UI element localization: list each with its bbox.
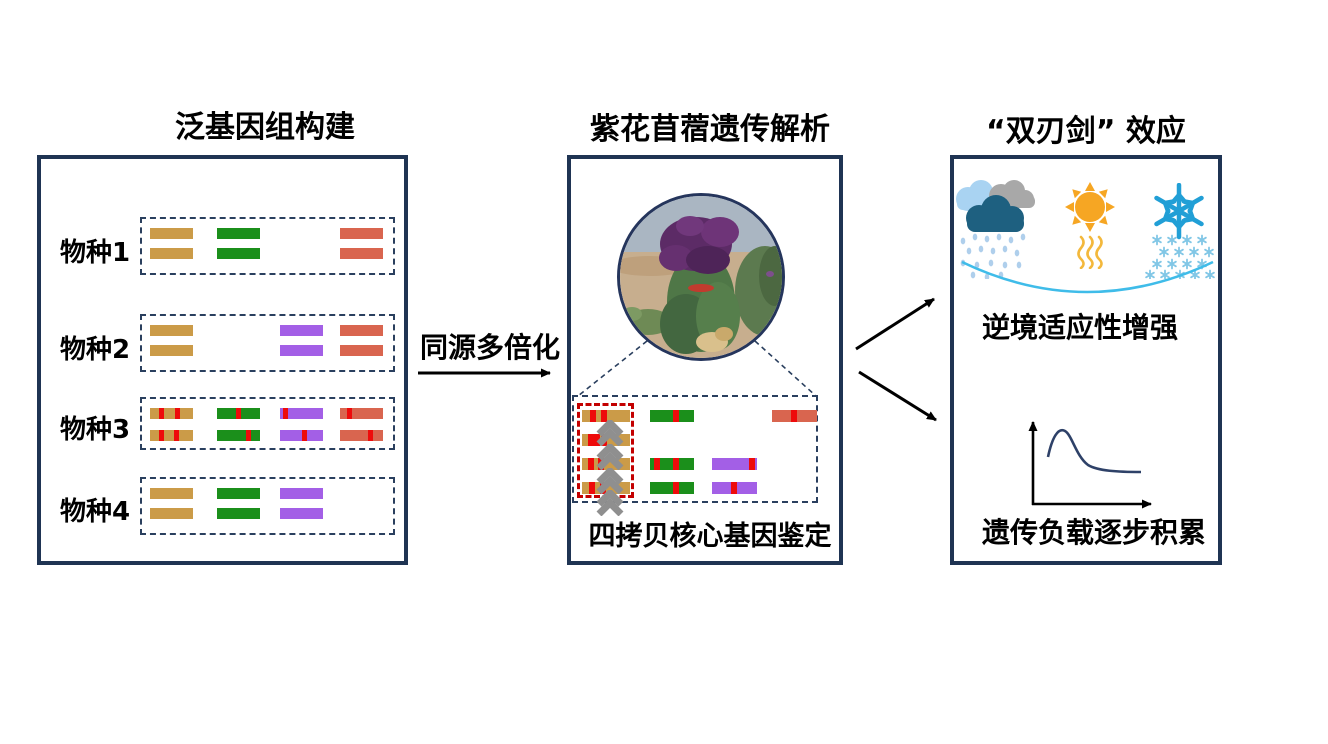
mutation-mark — [590, 410, 596, 422]
mutation-mark — [302, 430, 307, 441]
mutation-mark — [159, 430, 164, 441]
mutation-mark — [654, 458, 660, 470]
storm-rain-clouds-icon — [956, 180, 1035, 279]
genetic-load-caption: 遗传负载逐步积累 — [981, 516, 1206, 549]
mutation-mark — [588, 434, 594, 446]
mutation-mark — [368, 430, 373, 441]
mutation-mark — [159, 408, 164, 419]
gene-bar-salmon — [340, 248, 383, 259]
mutation-mark — [283, 408, 288, 419]
species-4-label: 物种4 — [60, 497, 131, 527]
gene-bar-green — [217, 488, 260, 499]
gene-bar-salmon — [340, 325, 383, 336]
gene-bar-tan — [150, 488, 193, 499]
mutation-mark — [236, 408, 241, 419]
mutation-mark — [347, 408, 352, 419]
gene-bar-salmon — [340, 408, 383, 419]
gene-bar-green — [217, 408, 260, 419]
gene-bar-green — [650, 482, 694, 494]
gene-bar-purple — [280, 508, 323, 519]
core-gene-caption: 四拷贝核心基因鉴定 — [588, 521, 832, 552]
mutation-mark — [673, 458, 679, 470]
gene-bar-tan — [150, 325, 193, 336]
duplication-chevron-icon — [596, 444, 624, 470]
gene-bar-tan — [150, 408, 193, 419]
gene-bar-purple — [280, 345, 323, 356]
mutation-mark — [731, 482, 737, 494]
mutation-mark — [791, 410, 797, 422]
gene-bar-salmon — [340, 430, 383, 441]
polyploidization-label: 同源多倍化 — [419, 331, 560, 364]
gene-bar-salmon — [340, 345, 383, 356]
haplotype-zoom-box — [572, 395, 818, 503]
gene-bar-green — [217, 248, 260, 259]
gene-bar-purple — [712, 482, 757, 494]
species-2-genome-box — [140, 314, 395, 372]
gene-bar-tan — [150, 430, 193, 441]
species-3-genome-box — [140, 397, 395, 450]
duplication-chevron-icon — [596, 468, 624, 494]
gene-bar-tan — [150, 248, 193, 259]
species-1-genome-box — [140, 217, 395, 275]
mutation-mark — [673, 482, 679, 494]
mutation-mark — [673, 410, 679, 422]
mutation-mark — [589, 482, 595, 494]
gene-bar-green — [217, 430, 260, 441]
mutation-mark — [594, 434, 600, 446]
mutation-mark — [601, 410, 607, 422]
gene-bar-green — [217, 508, 260, 519]
effect-arrow-up — [855, 297, 935, 351]
species-4-genome-box — [140, 477, 395, 535]
alfalfa-field-photo — [617, 193, 785, 361]
adaptation-caption: 逆境适应性增强 — [981, 311, 1178, 344]
gene-bar-green — [217, 228, 260, 239]
gene-bar-tan — [150, 228, 193, 239]
gene-bar-green — [650, 410, 694, 422]
gene-bar-tan — [150, 508, 193, 519]
gene-bar-tan — [150, 345, 193, 356]
species-3-label: 物种3 — [60, 415, 131, 445]
gene-bar-purple — [280, 488, 323, 499]
sun-heat-icon — [1065, 182, 1115, 269]
gene-bar-purple — [712, 458, 757, 470]
duplication-chevron-icon — [596, 420, 624, 446]
snowflake-icon — [1145, 183, 1215, 279]
mutation-mark — [174, 430, 179, 441]
gene-bar-purple — [280, 325, 323, 336]
duplication-chevron-icon — [596, 490, 624, 516]
species-2-label: 物种2 — [60, 335, 131, 365]
gene-bar-salmon — [340, 228, 383, 239]
gene-bar-salmon — [772, 410, 817, 422]
species-1-label: 物种1 — [60, 238, 131, 268]
effect-arrow-down — [858, 370, 937, 422]
gene-bar-purple — [280, 430, 323, 441]
mutation-mark — [749, 458, 755, 470]
gene-bar-purple — [280, 408, 323, 419]
mutation-mark — [246, 430, 251, 441]
gene-bar-green — [650, 458, 694, 470]
mutation-mark — [588, 458, 594, 470]
pangenome-title: 泛基因组构建 — [175, 110, 355, 145]
mutation-mark — [175, 408, 180, 419]
alfalfa-title: 紫花苜蓿遗传解析 — [590, 112, 830, 147]
effects-title: “双刃剑” 效应 — [986, 114, 1186, 149]
alfalfa-photo-art — [620, 196, 782, 358]
gene-bar-tan — [582, 410, 630, 422]
